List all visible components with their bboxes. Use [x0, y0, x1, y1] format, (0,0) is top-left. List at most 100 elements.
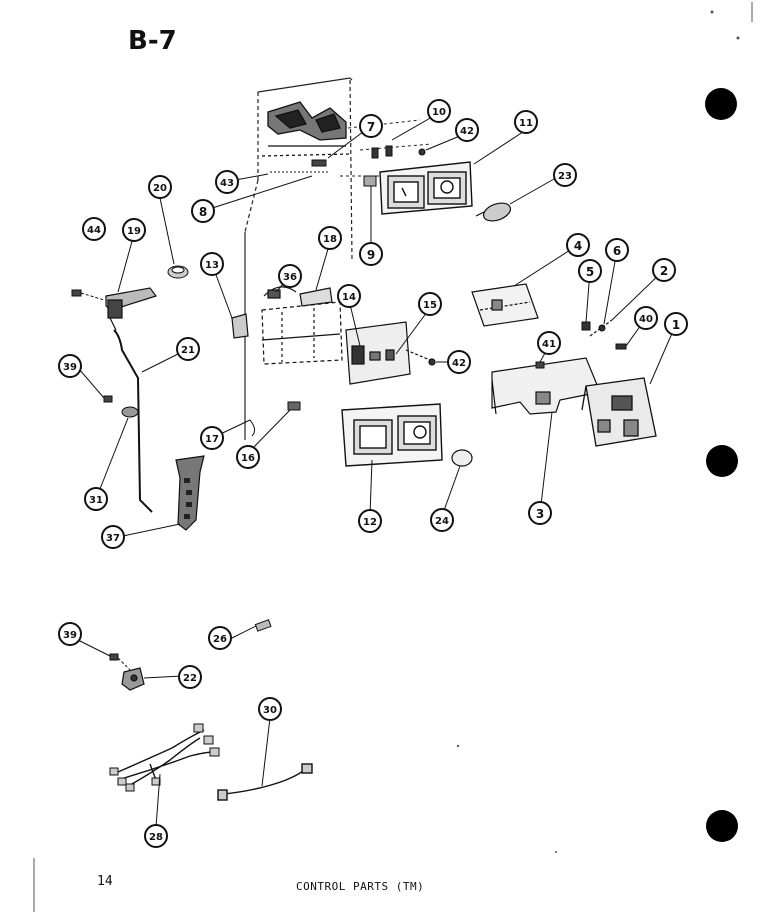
callout-23: 23 [553, 163, 577, 187]
svg-text:2: 2 [660, 264, 668, 278]
callout-40: 40 [634, 306, 658, 330]
part-26-connector [254, 619, 272, 632]
callout-16: 16 [236, 445, 260, 469]
callout-1: 1 [664, 312, 688, 336]
punch-hole-middle [706, 445, 738, 477]
part-10-screws [371, 145, 426, 159]
part-3-bracket [491, 357, 601, 415]
callout-39-upper: 39 [58, 354, 82, 378]
callout-44: 44 [82, 217, 106, 241]
callout-42-lower: 42 [447, 350, 471, 374]
inner-bracket-parts [231, 286, 343, 365]
callout-24: 24 [430, 508, 454, 532]
callout-15: 15 [418, 292, 442, 316]
svg-text:19: 19 [127, 226, 141, 237]
part-23-knob [475, 202, 512, 222]
callout-31: 31 [84, 487, 108, 511]
svg-text:7: 7 [367, 120, 375, 134]
part-39-screw-lower [109, 653, 131, 671]
callout-20: 20 [148, 175, 172, 199]
part-29-wire-harness [109, 723, 220, 792]
callout-2: 2 [652, 258, 676, 282]
callout-43: 43 [215, 170, 239, 194]
page-number: 14 [97, 874, 113, 889]
part-39-screw-left [103, 395, 113, 403]
page-edge-marks [33, 2, 753, 912]
svg-text:13: 13 [205, 260, 219, 271]
svg-text:17: 17 [205, 434, 219, 445]
callout-39-lower: 39 [58, 622, 82, 646]
part-4-plate [471, 283, 539, 327]
part-2-link [589, 319, 613, 337]
callout-37: 37 [101, 525, 125, 549]
part-17-lower-panel [249, 419, 256, 437]
callout-bubbles: 1 2 3 4 5 6 7 8 9 10 11 12 13 14 15 16 1… [58, 99, 688, 848]
part-1-relay [581, 377, 657, 447]
svg-text:23: 23 [558, 171, 572, 182]
callout-22: 22 [178, 665, 202, 689]
part-16-bracket [287, 401, 301, 411]
callout-28: 28 [144, 824, 168, 848]
part-24-cap [451, 449, 473, 467]
svg-text:12: 12 [363, 517, 377, 528]
svg-text:31: 31 [89, 495, 103, 506]
callout-18: 18 [318, 226, 342, 250]
callout-26: 26 [208, 626, 232, 650]
footer-caption: CONTROL PARTS (TM) [296, 880, 425, 893]
callout-6: 6 [605, 238, 629, 262]
callout-14: 14 [337, 284, 361, 308]
callout-9: 9 [359, 242, 383, 266]
part-7-clip [270, 159, 330, 173]
svg-text:20: 20 [153, 183, 167, 194]
svg-text:41: 41 [542, 339, 556, 350]
diagram-title: B-7 [128, 26, 177, 56]
svg-text:5: 5 [586, 265, 594, 279]
svg-text:42: 42 [452, 358, 466, 369]
part-19-lever [105, 287, 157, 331]
stray-marks [456, 744, 557, 853]
control-panel-frame [244, 77, 353, 440]
part-21-rod [113, 329, 153, 513]
svg-text:40: 40 [639, 314, 653, 325]
callout-5: 5 [578, 259, 602, 283]
callout-4: 4 [566, 233, 590, 257]
callout-21: 21 [176, 337, 200, 361]
svg-text:22: 22 [183, 673, 197, 684]
callout-7: 7 [359, 114, 383, 138]
callout-30: 30 [258, 697, 282, 721]
callout-13: 13 [200, 252, 224, 276]
svg-text:36: 36 [283, 272, 297, 283]
svg-text:3: 3 [536, 507, 544, 521]
callout-10: 10 [427, 99, 451, 123]
svg-text:39: 39 [63, 362, 77, 373]
svg-text:8: 8 [199, 205, 207, 219]
svg-text:1: 1 [672, 318, 680, 332]
svg-text:14: 14 [342, 292, 356, 303]
svg-text:18: 18 [323, 234, 337, 245]
callout-3: 3 [528, 501, 552, 525]
punch-hole-top [705, 88, 737, 120]
part-20-cap [167, 265, 189, 279]
part-31-clip [121, 406, 139, 418]
punch-hole-bottom [706, 810, 738, 842]
part-14-15-switch-plate [345, 321, 436, 385]
svg-text:26: 26 [213, 634, 227, 645]
svg-text:44: 44 [87, 225, 101, 236]
svg-text:4: 4 [574, 239, 582, 253]
part-30-wire [217, 763, 313, 801]
svg-text:39: 39 [63, 630, 77, 641]
callout-12: 12 [358, 509, 382, 533]
callout-42-upper: 42 [455, 118, 479, 142]
svg-text:11: 11 [519, 118, 533, 129]
callout-19: 19 [122, 218, 146, 242]
svg-text:43: 43 [220, 178, 234, 189]
svg-text:6: 6 [613, 244, 621, 258]
svg-text:16: 16 [241, 453, 255, 464]
part-41-piece [535, 361, 545, 369]
svg-text:28: 28 [149, 832, 163, 843]
callout-11: 11 [514, 110, 538, 134]
svg-text:30: 30 [263, 705, 277, 716]
svg-text:15: 15 [423, 300, 437, 311]
